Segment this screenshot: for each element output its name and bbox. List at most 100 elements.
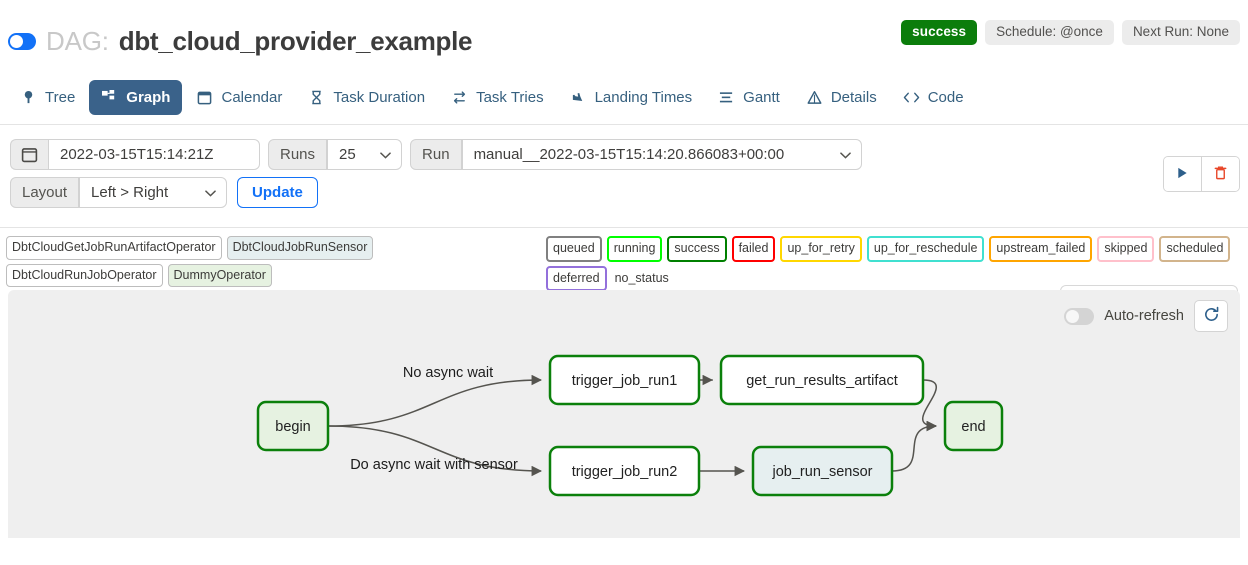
dag-name-label: dbt_cloud_provider_example <box>118 26 473 56</box>
runs-group: Runs 25 <box>268 139 403 170</box>
runs-value: 25 <box>339 146 356 163</box>
code-icon <box>903 89 920 106</box>
tab-code[interactable]: Code <box>891 80 976 115</box>
calendar-icon <box>196 89 213 106</box>
tab-task-duration[interactable]: Task Duration <box>296 80 437 115</box>
tab-details[interactable]: Details <box>794 80 889 115</box>
status-legend-item[interactable]: success <box>667 236 727 262</box>
tab-label: Tree <box>45 89 76 106</box>
dag-graph[interactable]: begin trigger_job_run1 get_run_results_art… <box>8 290 1240 538</box>
chevron-down-icon <box>839 146 851 163</box>
graph-node[interactable]: get_run_results_artifact <box>719 354 925 406</box>
schedule-badge[interactable]: Schedule: @once <box>985 20 1114 45</box>
graph-edge <box>327 425 543 477</box>
page-header: DAG: dbt_cloud_provider_example success … <box>0 0 1248 70</box>
tab-label: Details <box>830 89 877 106</box>
operator-legend-item[interactable]: DbtCloudJobRunSensor <box>226 236 374 260</box>
status-legend-item[interactable]: running <box>606 236 663 262</box>
refresh-button[interactable] <box>1194 300 1228 332</box>
landing-icon <box>570 89 587 106</box>
status-legend-item[interactable]: upstream_failed <box>989 236 1093 262</box>
graph-node-box <box>719 354 925 406</box>
status-legend-item[interactable]: up_for_retry <box>780 236 862 262</box>
graph-node[interactable]: job_run_sensor <box>751 445 894 497</box>
base-date-input[interactable] <box>48 139 260 170</box>
layout-value: Left > Right <box>91 184 169 201</box>
gantt-icon <box>718 89 735 106</box>
runs-select[interactable]: 25 <box>327 139 403 170</box>
graph-edge-label: No async wait <box>403 365 493 381</box>
graph-node[interactable]: trigger_job_run2 <box>548 445 701 497</box>
graph-node-box <box>548 445 701 497</box>
runs-label: Runs <box>268 139 328 170</box>
auto-refresh-toggle[interactable] <box>1064 307 1095 325</box>
dag-pause-toggle[interactable] <box>8 33 36 50</box>
status-legend-item[interactable]: deferred <box>546 265 607 291</box>
layout-select[interactable]: Left > Right <box>79 177 228 208</box>
run-value: manual__2022-03-15T15:14:20.866083+00:00 <box>473 146 785 163</box>
graph-node-label: trigger_job_run2 <box>572 464 678 480</box>
filter-row-1: Runs 25 Run manual__2022-03-15T15:14:20.… <box>10 139 1238 170</box>
status-legend-item[interactable]: no_status <box>614 270 669 285</box>
run-label: Run <box>410 139 462 170</box>
graph-node-label: trigger_job_run1 <box>572 373 678 389</box>
graph-edge <box>891 420 938 472</box>
status-legend-item[interactable]: failed <box>731 236 776 262</box>
layout-label: Layout <box>10 177 80 208</box>
tab-label: Gantt <box>743 89 780 106</box>
graph-node-label: begin <box>275 419 310 435</box>
base-date-group <box>10 139 260 170</box>
tab-landing-times[interactable]: Landing Times <box>558 80 705 115</box>
status-legend-item[interactable]: skipped <box>1097 236 1155 262</box>
button-divider <box>1201 157 1202 191</box>
graph-node-label: end <box>961 419 985 435</box>
delete-dag-button[interactable] <box>1202 157 1239 191</box>
tab-label: Landing Times <box>594 89 693 106</box>
refresh-icon <box>1203 306 1220 326</box>
tree-icon <box>20 89 37 106</box>
status-legend-item[interactable]: queued <box>546 236 602 262</box>
graph-node-box <box>943 400 1004 452</box>
graph-node-box <box>548 354 701 406</box>
dag-action-buttons <box>1163 156 1240 192</box>
tab-label: Graph <box>126 89 171 106</box>
filter-bar: Runs 25 Run manual__2022-03-15T15:14:20.… <box>0 125 1248 318</box>
dag-prefix-label: DAG: <box>46 26 109 56</box>
hourglass-icon <box>308 89 325 106</box>
graph-node[interactable]: trigger_job_run1 <box>548 354 701 406</box>
tab-label: Task Tries <box>476 89 544 106</box>
graph-edge <box>327 374 543 427</box>
graph-node-box <box>751 445 894 497</box>
graph-node-box <box>256 400 330 452</box>
graph-node[interactable]: end <box>943 400 1004 452</box>
operator-legend-item[interactable]: DummyOperator <box>167 263 272 287</box>
filter-row-2: Layout Left > Right Update <box>10 177 1238 208</box>
chevron-down-icon <box>205 184 216 201</box>
graph-edge <box>922 379 938 432</box>
graph-node[interactable]: begin <box>256 400 330 452</box>
trigger-dag-button[interactable] <box>1164 157 1201 191</box>
status-legend-item[interactable]: up_for_reschedule <box>866 236 985 262</box>
status-legend-item[interactable]: scheduled <box>1159 236 1231 262</box>
run-select[interactable]: manual__2022-03-15T15:14:20.866083+00:00 <box>461 139 862 170</box>
retry-icon <box>451 89 468 106</box>
tab-gantt[interactable]: Gantt <box>706 80 792 115</box>
tab-graph[interactable]: Graph <box>89 80 183 115</box>
header-badges: success Schedule: @once Next Run: None <box>901 20 1240 45</box>
operator-legend-item[interactable]: DbtCloudRunJobOperator <box>6 263 163 287</box>
next-run-badge[interactable]: Next Run: None <box>1121 20 1240 45</box>
chevron-down-icon <box>380 146 391 163</box>
layout-group: Layout Left > Right <box>10 177 228 208</box>
tab-tree[interactable]: Tree <box>8 80 87 115</box>
play-icon <box>1176 166 1189 183</box>
tab-task-tries[interactable]: Task Tries <box>439 80 556 115</box>
details-icon <box>806 89 823 106</box>
tab-calendar[interactable]: Calendar <box>184 80 294 115</box>
update-button[interactable]: Update <box>237 177 318 208</box>
operator-legend-item[interactable]: DbtCloudGetJobRunArtifactOperator <box>6 236 222 260</box>
calendar-icon[interactable] <box>10 139 48 170</box>
